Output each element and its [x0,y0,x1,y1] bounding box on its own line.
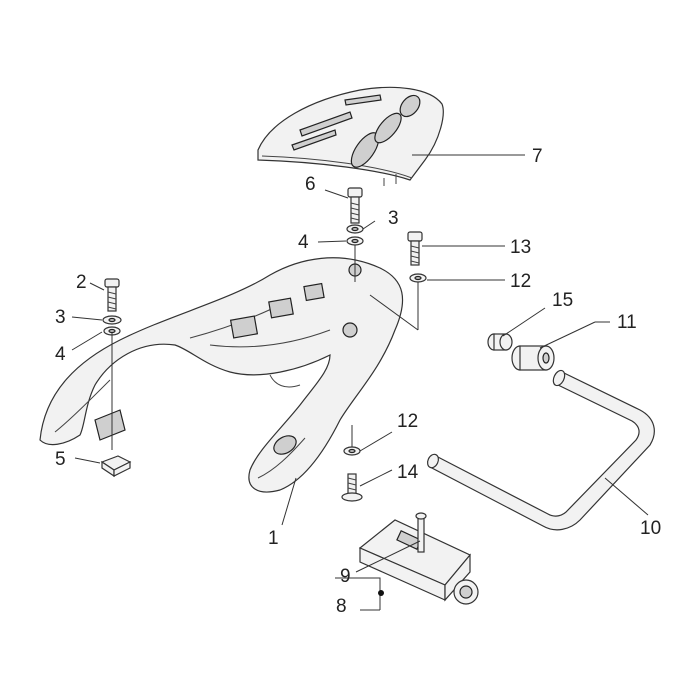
top-cover-icon [257,86,444,186]
washer-icon [102,315,122,336]
callout-label: 4 [298,232,309,253]
bolt-icon [341,473,363,502]
marker-dot [378,590,384,596]
washer-icon [346,224,364,246]
callout-label: 12 [397,411,418,432]
callout-label: 8 [336,596,347,617]
callout-label: 9 [340,566,351,587]
callout-label: 4 [55,344,66,365]
bracket-icon [487,333,513,351]
nut-icon [100,455,132,478]
callout-label: 6 [305,174,316,195]
bolt-icon [104,278,120,312]
callout-label: 3 [388,208,399,229]
callout-labels: 1 2 3 3 4 4 5 6 7 8 9 10 11 12 12 13 14 … [55,146,661,617]
washer-icon [343,446,361,456]
callout-label: 11 [617,312,637,333]
leader-lines [71,154,649,611]
bracket-icon [358,512,479,605]
callout-label: 3 [55,307,66,328]
callout-label: 13 [510,237,531,258]
handle-bar-icon [426,369,655,531]
callout-label: 14 [397,462,419,483]
bracket-icon [511,345,555,371]
callout-label: 1 [268,528,279,549]
callout-label: 7 [532,146,543,167]
callout-label: 10 [640,518,661,539]
bolt-icon [347,187,363,224]
rear-rack-icon [39,257,404,493]
bolt-icon [407,231,423,266]
callout-label: 5 [55,449,66,470]
washer-icon [409,273,427,283]
callout-label: 2 [76,272,87,293]
callout-label: 15 [552,290,573,311]
callout-label: 12 [510,271,531,292]
